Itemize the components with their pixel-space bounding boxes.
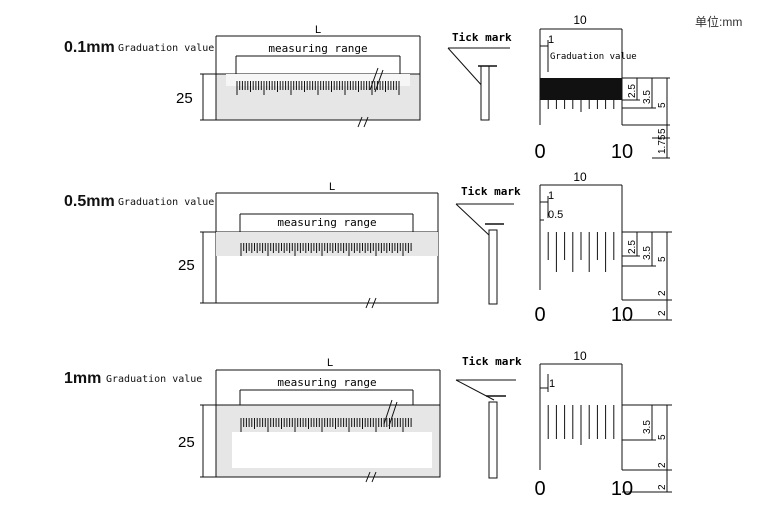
unit-label: 单位:mm: [695, 14, 742, 29]
row-0-5mm: 0.5mm Graduation value L measuring range…: [64, 170, 672, 326]
detail-width-label: 10: [573, 170, 587, 184]
row-title: 0.5mm: [64, 193, 115, 210]
tick-mark-leader: [447, 47, 485, 89]
dense-tick-block: [540, 78, 622, 100]
row-title: 0.1mm: [64, 39, 115, 56]
length-label: L: [329, 181, 335, 193]
row-0-1mm: 0.1mm Graduation value L measuring range…: [64, 13, 670, 163]
dim-label: 2: [657, 484, 668, 490]
scale-start-label: 0: [534, 304, 545, 326]
measuring-range-label: measuring range: [277, 216, 376, 229]
scale-start-label: 0: [534, 478, 545, 500]
detail-width-label: 10: [573, 349, 587, 363]
scale-start-label: 0: [534, 141, 545, 163]
measuring-range-label: measuring range: [277, 376, 376, 389]
side-profile: [488, 401, 498, 479]
graduation-value-label: Graduation value: [106, 374, 202, 385]
break-mark: [383, 399, 398, 427]
detail-small-label: 1: [549, 378, 555, 390]
detail-graduation-label: Graduation value: [550, 52, 637, 62]
scale-end-label: 10: [611, 478, 633, 500]
detail-sub-label: 0.5: [548, 209, 563, 221]
dim-label: 2: [657, 310, 668, 316]
side-profile: [480, 65, 490, 121]
dim-label: 5: [657, 102, 668, 108]
dim-label: 2.5: [627, 240, 638, 254]
scale-end-label: 10: [611, 304, 633, 326]
side-profile: [488, 229, 498, 305]
break-mark: [369, 67, 384, 93]
row-title: 1mm: [64, 370, 101, 387]
detail-small-label: 1: [548, 190, 554, 202]
tick-mark-label: Tick mark: [462, 355, 522, 368]
tick-detail: 10 1 3.5 5 2 2 0 10: [534, 349, 672, 500]
scale-ticks: [240, 418, 412, 432]
dim-label: 5: [657, 434, 668, 440]
dim-label: 3.5: [642, 420, 653, 434]
length-label: L: [327, 357, 333, 369]
graduation-value-label: Graduation value: [118, 43, 214, 54]
height-label: 25: [178, 434, 195, 451]
graduation-value-label: Graduation value: [118, 197, 214, 208]
tick-detail: 10 1 0.5 2.5 3.5 5 2 2 0 10: [534, 170, 672, 326]
detail-small-label: 1: [548, 34, 554, 46]
dim-label: 3.5: [642, 246, 653, 260]
detail-width-label: 10: [573, 13, 587, 27]
dim-label: 2: [657, 290, 668, 296]
height-label: 25: [176, 90, 193, 107]
tick-detail: 10 1 Graduation value 2.5 3.5 5 1.75 5 0…: [534, 13, 670, 163]
scale-end-label: 10: [611, 141, 633, 163]
scale-ticks: [240, 243, 412, 256]
dim-label: 5: [657, 256, 668, 262]
measuring-range-label: measuring range: [268, 42, 367, 55]
tick-mark-label: Tick mark: [461, 185, 521, 198]
height-label: 25: [178, 257, 195, 274]
dim-label: 3.5: [642, 90, 653, 104]
dim-label: 2: [657, 462, 668, 468]
dim-label: 1.75: [657, 134, 668, 154]
row-1mm: 1mm Graduation value L measuring range 2…: [64, 349, 672, 500]
length-label: L: [315, 24, 321, 36]
dim-label: 5: [657, 128, 668, 134]
scale-ticks: [236, 81, 400, 95]
tick-mark-label: Tick mark: [452, 31, 512, 44]
dim-label: 2.5: [627, 84, 638, 98]
